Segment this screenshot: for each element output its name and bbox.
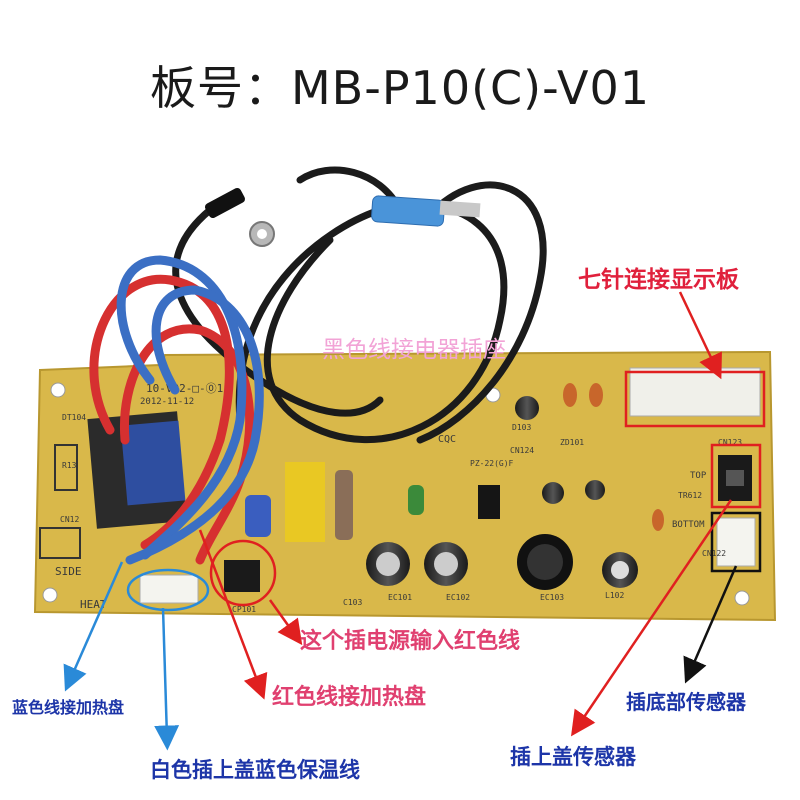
display-connector-box [624, 370, 766, 428]
silkscreen: 10-V02-□-⓪1 2012-11-12 SIDE HEAT TOP BOT… [55, 382, 742, 614]
silk-part-label: TR612 [678, 491, 702, 500]
silk-part-label: C103 [343, 598, 362, 607]
label-black-wire: 黑色线接电器插座 [322, 337, 506, 363]
silk-part-label: CN123 [718, 438, 742, 447]
silk-part-label: CN12 [60, 515, 79, 524]
arrows [63, 291, 738, 751]
silk-heat: HEAT [80, 598, 107, 611]
wires [89, 166, 547, 565]
silk-side: SIDE [55, 565, 82, 578]
components [39, 367, 761, 604]
label-red-wire: 红色线接加热盘 [272, 685, 427, 710]
arrow-blue-wire [63, 561, 124, 692]
silk-top: TOP [690, 471, 707, 481]
silk-part-label: ZD101 [560, 438, 584, 447]
arrow-bottom-sensor [683, 565, 738, 684]
top-sensor-box [710, 443, 762, 509]
label-white-plug: 白色插上盖蓝色保温线 [150, 758, 360, 782]
silk-part-label: CN122 [702, 549, 726, 558]
silk-part-label: D103 [512, 423, 531, 432]
white-plug-ellipse [126, 568, 210, 612]
label-top-sensor: 插上盖传感器 [510, 745, 636, 769]
arrow-power [268, 599, 303, 646]
silk-part-label: CN124 [510, 446, 534, 455]
arrow-top-sensor [570, 499, 733, 737]
highlight-markers [126, 370, 766, 612]
arrow-red-wire [198, 529, 268, 700]
silk-pz: PZ-22(G)F [470, 459, 514, 468]
bottom-sensor-box [710, 511, 762, 573]
silk-part-label: EC103 [540, 593, 564, 602]
silk-part-label: EC101 [388, 593, 412, 602]
silk-date: 2012-11-12 [140, 397, 194, 407]
pcb-board [33, 350, 777, 622]
silk-version: 10-V02-□-⓪1 [146, 382, 223, 395]
label-power-input: 这个插电源输入红色线 [300, 629, 521, 654]
arrow-white-plug [154, 607, 180, 751]
label-bottom-sensor: 插底部传感器 [626, 690, 746, 714]
silk-part-label: L102 [605, 591, 624, 600]
silk-part-label: R13 [62, 461, 77, 470]
arrow-display [678, 291, 722, 380]
power-input-circle [209, 539, 277, 607]
silk-cqc: CQC [438, 434, 456, 445]
label-display-connector: 七针连接显示板 [578, 267, 739, 293]
silk-part-label: EC102 [446, 593, 470, 602]
board-title: 板号：MB-P10(C)-V01 [149, 61, 651, 115]
silk-part-label: CP101 [232, 605, 256, 614]
silk-part-label: DT104 [62, 413, 86, 422]
silk-bottom: BOTTOM [672, 520, 705, 530]
label-blue-wire: 蓝色线接加热盘 [12, 698, 125, 717]
